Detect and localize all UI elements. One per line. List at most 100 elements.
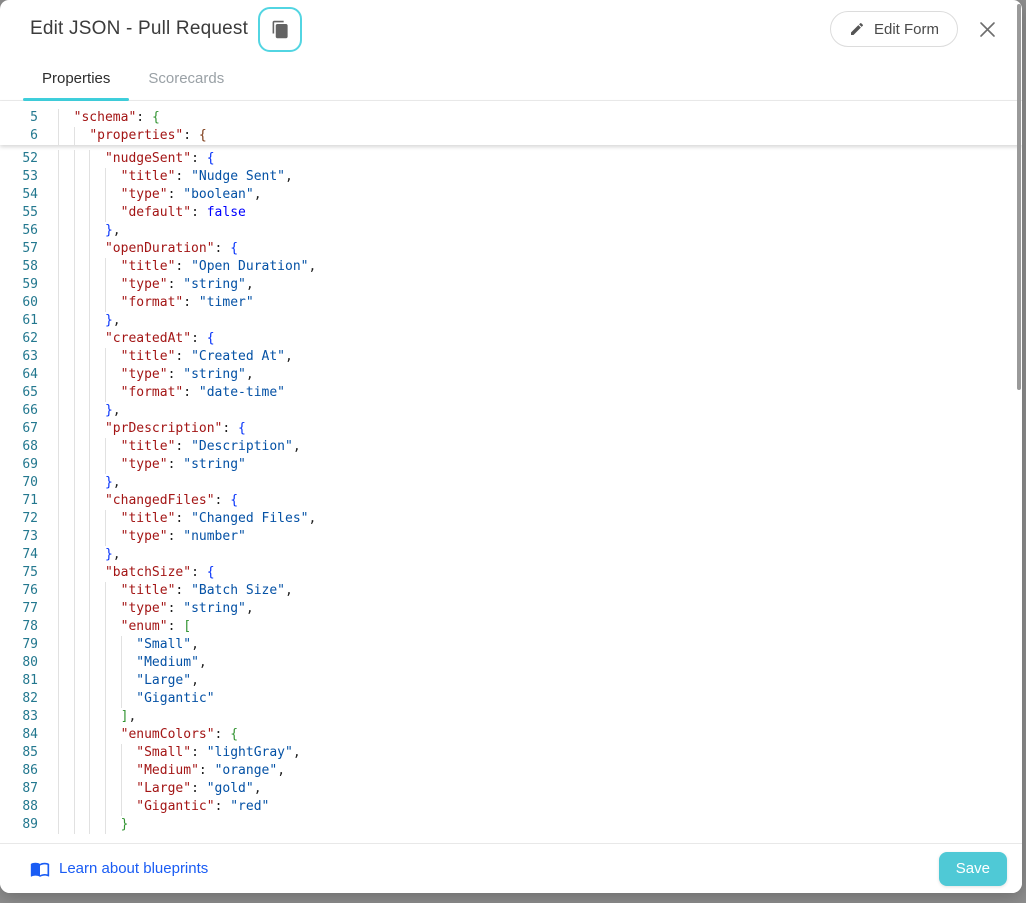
indent-guide xyxy=(58,636,59,654)
line-number: 67 xyxy=(22,421,38,436)
code-text: "title": "Created At", xyxy=(120,349,293,364)
code-text: "openDuration": { xyxy=(104,241,239,256)
code-text: "Gigantic" xyxy=(136,691,215,706)
code-line: 57 "openDuration": { xyxy=(0,240,1022,258)
code-text: }, xyxy=(104,475,121,490)
indent-guide xyxy=(58,168,59,186)
indent-guide xyxy=(73,330,75,348)
line-number: 60 xyxy=(22,295,38,310)
code-line: 62 "createdAt": { xyxy=(0,330,1022,348)
indent-guide xyxy=(89,816,91,834)
tab-bar: Properties Scorecards xyxy=(0,58,1022,101)
code-line: 71 "changedFiles": { xyxy=(0,492,1022,510)
indent-guide xyxy=(120,654,122,672)
code-line: 69 "type": "string" xyxy=(0,456,1022,474)
indent-guide xyxy=(58,600,59,618)
indent-guide xyxy=(104,762,106,780)
indent-guide xyxy=(89,762,91,780)
code-text: "title": "Description", xyxy=(120,439,301,454)
code-text: }, xyxy=(104,403,121,418)
code-line: 75 "batchSize": { xyxy=(0,564,1022,582)
indent-guide xyxy=(89,294,91,312)
indent-guide xyxy=(73,708,75,726)
code-line: 61 }, xyxy=(0,312,1022,330)
indent-guide xyxy=(104,654,106,672)
indent-guide xyxy=(89,600,91,618)
copy-icon xyxy=(271,20,290,39)
tab-properties[interactable]: Properties xyxy=(23,58,130,101)
code-text: "type": "string" xyxy=(120,457,246,472)
code-text: "Large": "gold", xyxy=(136,781,262,796)
line-number: 75 xyxy=(22,565,38,580)
indent-guide xyxy=(89,222,91,240)
indent-guide xyxy=(104,708,106,726)
line-number: 66 xyxy=(22,403,38,418)
indent-guide xyxy=(89,420,91,438)
indent-guide xyxy=(89,366,91,384)
line-number: 76 xyxy=(22,583,38,598)
line-number: 72 xyxy=(22,511,38,526)
line-number: 56 xyxy=(22,223,38,238)
line-number: 86 xyxy=(22,763,38,778)
code-line: 78 "enum": [ xyxy=(0,618,1022,636)
code-line: 64 "type": "string", xyxy=(0,366,1022,384)
close-button[interactable] xyxy=(974,16,1000,42)
indent-guide xyxy=(89,330,91,348)
indent-guide xyxy=(58,109,59,127)
indent-guide xyxy=(73,492,75,510)
line-number: 88 xyxy=(22,799,38,814)
json-editor[interactable]: 5 "schema": {6 "properties": { 52 "nudge… xyxy=(0,101,1022,843)
indent-guide xyxy=(89,546,91,564)
indent-guide xyxy=(73,672,75,690)
indent-guide xyxy=(120,690,122,708)
indent-guide xyxy=(89,204,91,222)
indent-guide xyxy=(73,564,75,582)
indent-guide xyxy=(73,798,75,816)
indent-guide xyxy=(104,168,106,186)
indent-guide xyxy=(89,492,91,510)
vertical-scrollbar-thumb[interactable] xyxy=(1017,4,1021,390)
indent-guide xyxy=(58,384,59,402)
tab-scorecards[interactable]: Scorecards xyxy=(148,70,225,87)
edit-form-label: Edit Form xyxy=(873,20,939,38)
indent-guide xyxy=(58,654,59,672)
indent-guide xyxy=(104,258,106,276)
indent-guide xyxy=(58,744,59,762)
indent-guide xyxy=(73,474,75,492)
indent-guide xyxy=(73,240,75,258)
indent-guide xyxy=(58,438,59,456)
code-text: "Small": "lightGray", xyxy=(136,745,301,760)
code-lines: 52 "nudgeSent": {53 "title": "Nudge Sent… xyxy=(0,145,1022,834)
line-number: 80 xyxy=(22,655,38,670)
code-line: 56 }, xyxy=(0,222,1022,240)
indent-guide xyxy=(58,348,59,366)
indent-guide xyxy=(89,474,91,492)
code-text: }, xyxy=(104,223,121,238)
indent-guide xyxy=(73,546,75,564)
code-line: 82 "Gigantic" xyxy=(0,690,1022,708)
line-number: 5 xyxy=(30,110,38,125)
indent-guide xyxy=(89,312,91,330)
indent-guide xyxy=(73,600,75,618)
indent-guide xyxy=(58,366,59,384)
indent-guide xyxy=(89,402,91,420)
code-text: "default": false xyxy=(120,205,246,220)
copy-button[interactable] xyxy=(258,6,303,52)
indent-guide xyxy=(89,636,91,654)
code-line: 6 "properties": { xyxy=(0,127,1022,145)
indent-guide xyxy=(104,456,106,474)
edit-form-button[interactable]: Edit Form xyxy=(829,11,958,47)
indent-guide xyxy=(73,402,75,420)
line-number: 59 xyxy=(22,277,38,292)
indent-guide xyxy=(89,582,91,600)
save-button[interactable]: Save xyxy=(938,851,1007,886)
indent-guide xyxy=(73,150,75,168)
learn-about-blueprints-link[interactable]: Learn about blueprints xyxy=(30,859,208,879)
indent-guide xyxy=(58,420,59,438)
code-line: 84 "enumColors": { xyxy=(0,726,1022,744)
line-number: 53 xyxy=(22,169,38,184)
indent-guide xyxy=(89,384,91,402)
line-number: 64 xyxy=(22,367,38,382)
indent-guide xyxy=(73,456,75,474)
